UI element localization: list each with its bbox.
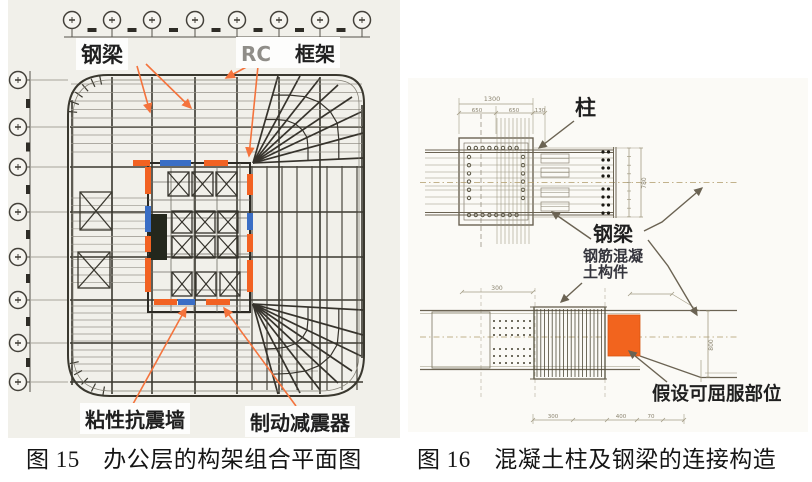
dim-bottom-2: 400	[616, 414, 627, 420]
label-rc-frame: RC 框架	[236, 37, 341, 68]
label-yield-zone: 假设可屈服部位	[652, 384, 782, 405]
figure15-caption: 图 15 办公层的构架组合平面图	[26, 447, 362, 472]
label-steel-beam-16: 钢梁	[593, 222, 633, 246]
dim-bottom-3: 70	[648, 414, 655, 420]
dim-bottom-1: 300	[548, 414, 559, 420]
label-steel-beam-15: 钢梁	[76, 38, 128, 70]
plan-outline	[67, 74, 365, 397]
dim-beam-depth: 780	[641, 177, 648, 189]
dim-top-right: 650	[509, 108, 520, 114]
dim-top-total: 1300	[484, 95, 501, 103]
figure16-paper	[408, 78, 808, 432]
plan-core-and-details	[77, 160, 253, 313]
connection-detail-lines	[420, 98, 737, 424]
dim-top-edge: 130	[535, 108, 546, 114]
label-frame: 框架	[295, 42, 336, 66]
label-brake-damper: 制动减震器	[245, 406, 355, 437]
label-column: 柱	[575, 96, 596, 120]
plan-structure-lines	[8, 10, 372, 396]
figure15-drawing	[8, 10, 372, 407]
leader-arrows	[132, 63, 297, 407]
label-rc-member-line2: 土构件	[583, 263, 629, 281]
label-rc-member: 钢筋混凝 土构件	[583, 248, 643, 280]
figure16-drawing: 1300 650 650 130 780 300 300 400 70 800	[420, 95, 737, 424]
dim-haunch-depth: 800	[708, 339, 715, 351]
label-rc-member-line1: 钢筋混凝	[583, 247, 644, 265]
dim-top-left: 650	[472, 108, 483, 114]
detail-arrows	[537, 120, 704, 383]
label-rc: RC	[241, 42, 272, 66]
yieldable-zone-highlight	[607, 314, 641, 357]
dim-mid-width: 300	[491, 285, 503, 292]
figure16-caption: 图 16 混凝土柱及钢梁的连接构造	[417, 447, 777, 472]
label-viscous-wall: 粘性抗震墙	[80, 403, 190, 434]
plan-outline-inner	[72, 79, 360, 392]
